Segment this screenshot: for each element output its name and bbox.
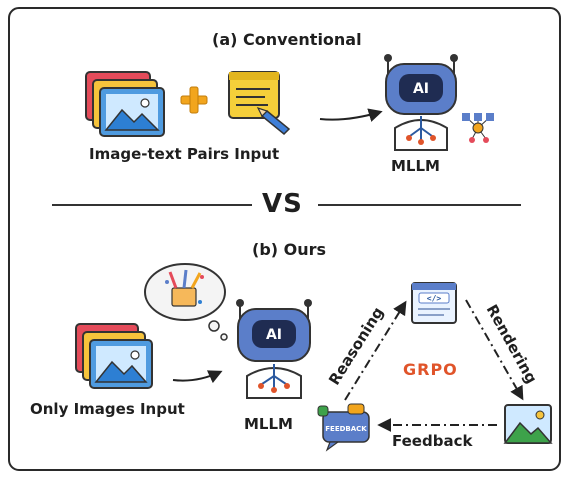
bottom-input-arrow bbox=[172, 370, 223, 384]
bottom-robot-face-text: AI bbox=[266, 327, 282, 343]
top-section-title: (a) Conventional bbox=[212, 30, 362, 49]
network-icon bbox=[462, 113, 494, 143]
rendered-image-icon bbox=[503, 404, 553, 444]
note-pencil-icon bbox=[228, 71, 291, 136]
bottom-image-stack-icon bbox=[75, 323, 153, 389]
reasoning-edge-arrow bbox=[344, 300, 407, 401]
top-input-caption: Image-text Pairs Input bbox=[89, 145, 280, 163]
bottom-model-caption: MLLM bbox=[244, 415, 293, 433]
code-icon-text: </> bbox=[427, 294, 442, 303]
plus-icon bbox=[180, 86, 208, 114]
thought-bubble-icon bbox=[144, 263, 228, 341]
top-robot-face-text: AI bbox=[413, 81, 429, 97]
bottom-robot-icon: AI bbox=[236, 299, 312, 399]
top-robot-icon: AI bbox=[384, 54, 458, 151]
image-stack-icon bbox=[85, 71, 165, 137]
grpo-label: GRPO bbox=[403, 360, 458, 379]
bottom-section-title: (b) Ours bbox=[252, 240, 327, 259]
top-input-arrow bbox=[319, 108, 383, 122]
feedback-edge-label: Feedback bbox=[392, 432, 473, 450]
vs-label: VS bbox=[262, 189, 303, 219]
top-model-caption: MLLM bbox=[391, 157, 440, 175]
bottom-input-caption: Only Images Input bbox=[30, 400, 185, 418]
feedback-chat-icon: FEEDBACK bbox=[317, 403, 370, 452]
feedback-icon-text: FEEDBACK bbox=[325, 425, 367, 433]
code-window-icon: </> bbox=[411, 282, 457, 324]
